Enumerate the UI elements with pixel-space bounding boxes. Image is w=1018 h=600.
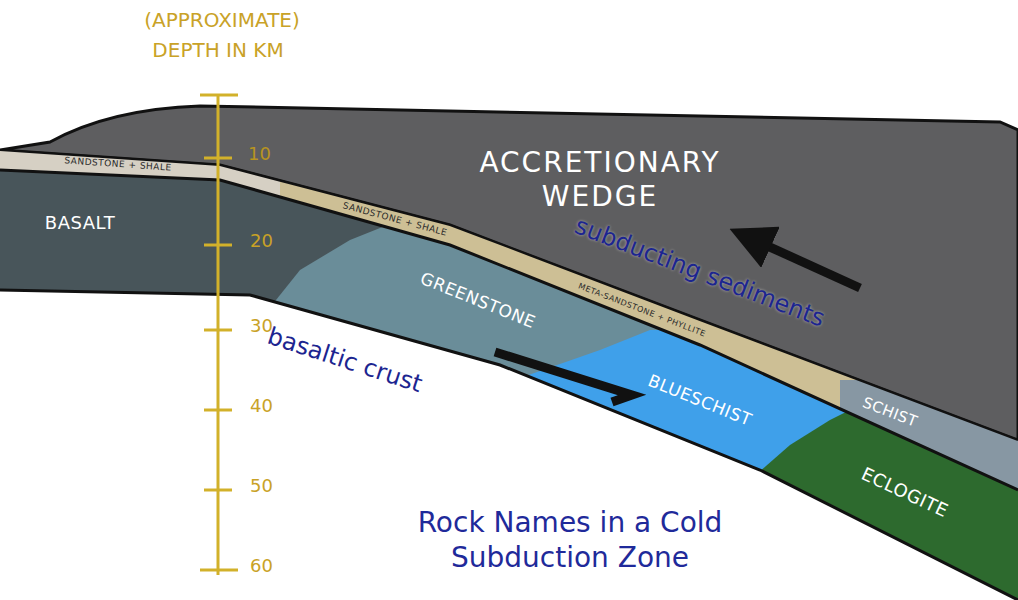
rock-name: ACCRETIONARY WEDGE	[470, 146, 730, 213]
axis-title: DEPTH IN KM	[152, 38, 283, 62]
depth-tick: 50	[250, 475, 273, 496]
slab-motion-arrow	[495, 352, 632, 402]
depth-tick: 40	[250, 395, 273, 416]
depth-tick: 20	[250, 230, 273, 251]
depth-ruler	[200, 95, 238, 575]
diagram-title: Rock Names in a Cold Subduction Zone	[405, 505, 735, 575]
slab-top-line	[0, 170, 1018, 490]
rock-name: BASALT	[45, 212, 115, 233]
rock-region: ACCRETIONARY WEDGE	[467, 144, 733, 215]
band-top-line	[0, 150, 1018, 440]
slab-bottom-line	[0, 290, 1018, 600]
wedge-motion-arrow	[750, 238, 860, 288]
depth-tick: 10	[248, 143, 271, 164]
depth-tick: 60	[250, 555, 273, 576]
axis-title: (APPROXIMATE)	[144, 8, 300, 32]
crust-regions	[0, 150, 1018, 600]
rock-region: BASALT	[42, 210, 118, 235]
